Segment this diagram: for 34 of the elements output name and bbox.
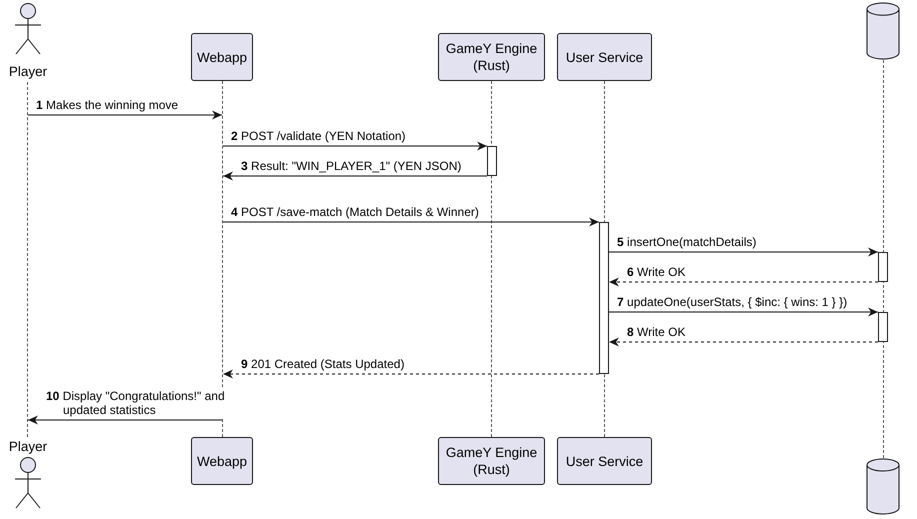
activation-bar [878, 252, 888, 282]
message-arrow [28, 416, 222, 424]
message-arrow [608, 248, 878, 256]
database-cylinder [866, 2, 900, 60]
participant-box: Webapp [191, 437, 253, 485]
participant-box: Webapp [191, 33, 253, 81]
message-arrow [608, 338, 878, 346]
activation-bar [878, 312, 888, 342]
participant-box: User Service [557, 33, 652, 81]
message-label: 4 POST /save-match (Match Details & Winner) [231, 205, 479, 219]
message-label: 5 insertOne(matchDetails) [617, 235, 756, 249]
message-label: 6 Write OK [627, 265, 686, 279]
participant-box: GameY Engine (Rust) [438, 437, 545, 485]
participant-box: User Service [557, 437, 652, 485]
message-arrow [222, 142, 488, 150]
message-label: 2 POST /validate (YEN Notation) [231, 129, 406, 143]
message-arrow [608, 308, 878, 316]
actor-label: Player [8, 64, 48, 79]
message-label: 8 Write OK [627, 325, 686, 339]
message-label: 7 updateOne(userStats, { $inc: { wins: 1 } }) [617, 295, 848, 309]
message-label: 3 Result: "WIN_PLAYER_1" (YEN JSON) [241, 159, 462, 173]
actor-label: Player [8, 439, 48, 454]
message-label: 9 201 Created (Stats Updated) [241, 357, 404, 371]
participant-box: GameY Engine (Rust) [438, 33, 545, 81]
message-arrow [28, 110, 222, 120]
message-label: 1 Makes the winning move [36, 98, 178, 112]
message-arrow [222, 370, 600, 378]
database-cylinder [866, 458, 900, 515]
lifeline [27, 82, 28, 437]
message-arrow [222, 172, 488, 180]
message-arrow [222, 218, 600, 226]
activation-bar [599, 222, 609, 374]
message-arrow [608, 278, 878, 286]
activation-bar [487, 146, 497, 176]
